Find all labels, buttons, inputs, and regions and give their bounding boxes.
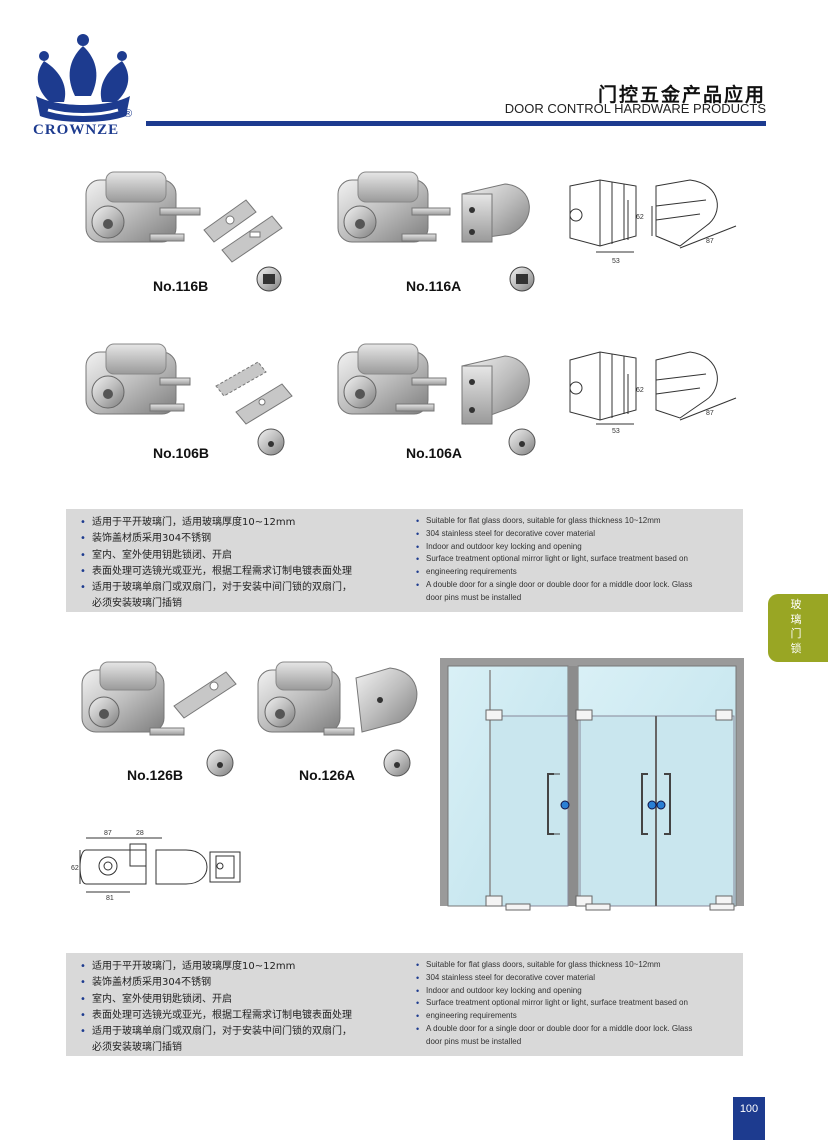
lock-126b-image	[81, 661, 185, 736]
spec-item: •engineering requirements	[416, 567, 517, 578]
cover-106a-image	[461, 355, 530, 425]
page-number: 100	[739, 1103, 759, 1115]
spec-item: •装饰盖材质采用304不锈钢	[80, 977, 212, 989]
spec-item: •适用于玻璃单扇门或双扇门，对于安装中间门锁的双扇门，	[80, 1026, 352, 1038]
spec-list-cn-1: •适用于平开玻璃门，适用玻璃厚度10~12mm •装饰盖材质采用304不锈钢 •…	[78, 515, 418, 613]
lock-106b-image	[85, 343, 191, 415]
page-title-cn: 门控五金产品应用	[597, 84, 766, 106]
strike-plates-106b-image	[215, 361, 293, 425]
dimension-drawing-106	[569, 351, 737, 425]
key-knob-116b-icon	[256, 266, 282, 292]
lock-106a-image	[337, 343, 447, 415]
dim-126-height: 62	[71, 865, 79, 872]
spec-item: •Indoor and outdoor key locking and open…	[416, 985, 582, 996]
brand-name: CROWNZE	[33, 122, 120, 138]
key-knob-106b-icon	[257, 428, 285, 456]
spec-item: •适用于平开玻璃门，适用玻璃厚度10~12mm	[80, 517, 296, 528]
key-knob-126b-icon	[206, 749, 234, 777]
dimension-drawing-116	[569, 179, 737, 253]
spec-list-en-1: •Suitable for flat glass doors, suitable…	[416, 515, 736, 605]
key-knob-106a-icon	[508, 428, 536, 456]
product-label-126a: No.126A	[299, 767, 356, 783]
dim-126-side: 28	[136, 830, 144, 837]
lock-116b-image	[85, 171, 201, 243]
section-tab-glass-door-lock[interactable]: 玻 璃 门 锁	[768, 594, 828, 662]
product-label-106b: No.106B	[153, 445, 210, 461]
key-knob-126a-icon	[383, 749, 411, 777]
dim-126-width: 87	[104, 830, 112, 837]
spec-item: •Suitable for flat glass doors, suitable…	[416, 516, 661, 526]
spec-item: •A double door for a single door or doub…	[416, 579, 693, 590]
spec-item: •Surface treatment optional mirror light…	[416, 554, 688, 565]
page-title-en: DOOR CONTROL HARDWARE PRODUCTS	[504, 101, 766, 116]
dim-116-depth: 87	[706, 238, 714, 245]
spec-item: •Surface treatment optional mirror light…	[416, 998, 688, 1009]
product-label-116b: No.116B	[153, 278, 209, 294]
lock-116a-image	[337, 171, 451, 243]
spec-panel-2: •适用于平开玻璃门，适用玻璃厚度10~12mm •装饰盖材质采用304不锈钢 •…	[66, 953, 743, 1056]
registered-mark: ®	[124, 108, 133, 120]
dim-106-width: 53	[612, 428, 620, 435]
product-label-106a: No.106A	[406, 445, 463, 461]
spec-item: •engineering requirements	[416, 1011, 517, 1022]
spec-item: •室内、室外使用钥匙锁闭、开启	[80, 993, 232, 1005]
dim-116-height: 62	[636, 214, 644, 221]
spec-item: •A double door for a single door or doub…	[416, 1023, 693, 1034]
dimension-drawing-126	[79, 837, 241, 893]
dim-116-width: 53	[612, 258, 620, 265]
product-label-116a: No.116A	[406, 278, 462, 294]
crown-logo-icon	[36, 34, 130, 122]
spec-item: •表面处理可选镜光或亚光，根据工程需求订制电镀表面处理	[80, 565, 352, 577]
spec-item: •室内、室外使用钥匙锁闭、开启	[80, 549, 232, 561]
strike-plates-116b-image	[203, 199, 283, 263]
dim-106-depth: 87	[706, 410, 714, 417]
header-divider	[146, 121, 766, 126]
glass-door-diagram	[440, 658, 744, 911]
spec-item: •Indoor and outdoor key locking and open…	[416, 541, 582, 552]
spec-item: •Suitable for flat glass doors, suitable…	[416, 960, 661, 970]
dim-126-bottom: 81	[106, 895, 114, 902]
cover-116a-image	[461, 183, 530, 243]
cover-126a-image	[355, 667, 418, 733]
spec-item: •304 stainless steel for decorative cove…	[416, 972, 595, 983]
spec-item-continued: door pins must be installed	[426, 592, 522, 602]
lock-126a-image	[257, 661, 355, 736]
spec-item: •适用于平开玻璃门，适用玻璃厚度10~12mm	[80, 961, 296, 972]
spec-item-continued: door pins must be installed	[426, 1036, 522, 1046]
spec-item: •304 stainless steel for decorative cove…	[416, 528, 595, 539]
spec-list-en-2: •Suitable for flat glass doors, suitable…	[416, 959, 736, 1049]
spec-item-continued: 必须安装玻璃门插销	[92, 598, 182, 610]
spec-item: •适用于玻璃单扇门或双扇门，对于安装中间门锁的双扇门，	[80, 582, 352, 594]
product-label-126b: No.126B	[127, 767, 184, 783]
page-number-badge: 100	[733, 1097, 765, 1140]
spec-item-continued: 必须安装玻璃门插销	[92, 1042, 182, 1054]
key-knob-116a-icon	[509, 266, 535, 292]
strike-plate-126b-image	[173, 671, 237, 719]
spec-panel-1: •适用于平开玻璃门，适用玻璃厚度10~12mm •装饰盖材质采用304不锈钢 •…	[66, 509, 743, 612]
spec-item: •表面处理可选镜光或亚光，根据工程需求订制电镀表面处理	[80, 1009, 352, 1021]
dim-106-height: 62	[636, 387, 644, 394]
spec-item: •装饰盖材质采用304不锈钢	[80, 533, 212, 545]
spec-list-cn-2: •适用于平开玻璃门，适用玻璃厚度10~12mm •装饰盖材质采用304不锈钢 •…	[78, 959, 418, 1057]
section-tab-label: 玻 璃 门 锁	[790, 598, 802, 655]
